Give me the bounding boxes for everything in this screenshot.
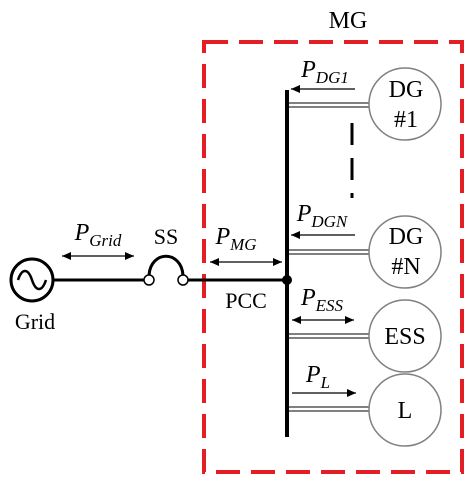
switch-label: SS [154,224,178,249]
ess-node [368,299,442,373]
ac-wave-icon [16,269,48,291]
p-dg1-label: PDG1 [300,57,349,87]
p-ess-label: PESS [300,285,344,315]
switch-terminal-left [143,274,155,286]
ess-name: ESS [384,324,425,350]
pcc-node [282,275,292,285]
pcc-label: PCC [225,288,267,313]
p-dgn-label: PDGN [296,201,349,231]
mg-title: MG [329,8,368,34]
dgn-number: #N [391,254,420,280]
load-node [368,373,442,447]
switch-terminal-right [177,274,189,286]
dg1-node [368,67,442,141]
p-load-label: PL [305,362,330,392]
static-switch-icon [147,254,185,276]
load-name: L [398,398,413,424]
dgn-name: DG [389,224,424,250]
mg-boundary [202,40,464,474]
dg1-number: #1 [394,107,418,133]
p-mg-label: PMG [214,224,256,254]
dgn-node [368,215,442,289]
p-grid-label: PGrid [74,220,122,250]
grid-label: Grid [15,309,55,334]
dg1-name: DG [389,77,424,103]
